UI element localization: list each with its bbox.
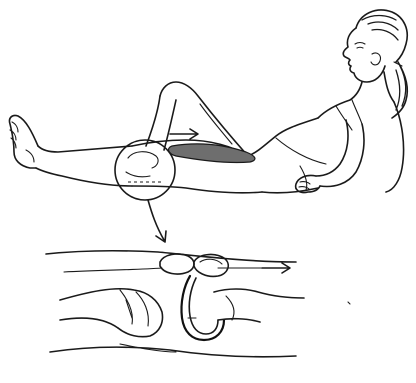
knee-joint-detail — [46, 251, 304, 357]
arm — [296, 120, 364, 193]
torso — [248, 100, 404, 193]
quadriceps-shading — [169, 144, 255, 163]
knee-focus-circle — [115, 140, 175, 200]
quad-motion-arrow — [170, 129, 198, 139]
stray-mark — [348, 302, 350, 304]
straight-leg — [9, 115, 262, 192]
zoom-pointer-arrow — [148, 200, 166, 242]
